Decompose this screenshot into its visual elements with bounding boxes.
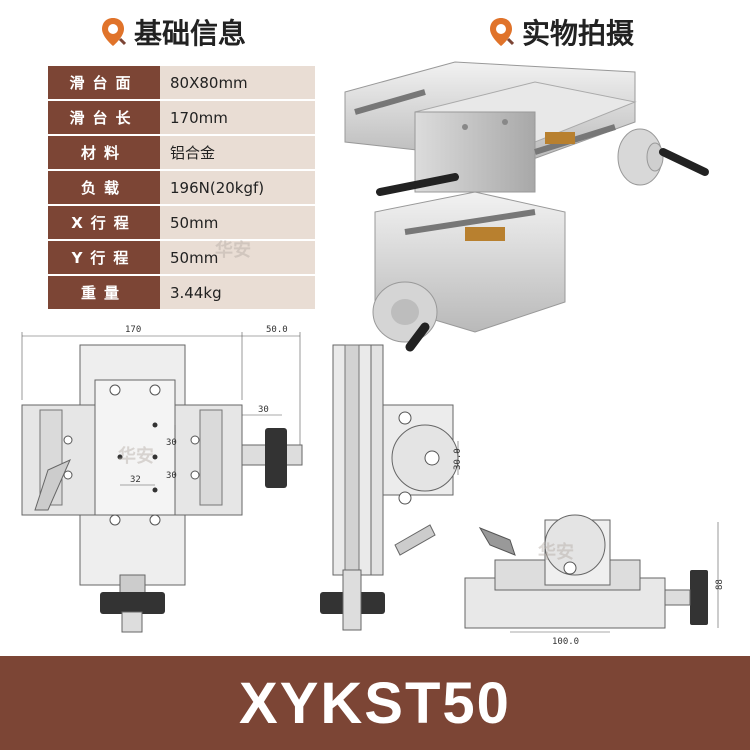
spec-label: 滑台面 [48,66,160,99]
spec-label: X行程 [48,206,160,239]
technical-drawings: 170 50.0 30 30 32 30 [21,325,725,647]
dim-top-width: 170 [125,325,141,335]
dim-hole-30a: 30 [166,438,177,448]
watermark-text: 华安 [215,240,251,261]
dim-knob-offset: 50.0 [266,325,288,335]
basic-info-heading: 基础信息 [100,12,246,52]
spec-label: 负载 [48,171,160,204]
model-banner: XYKST50 [0,656,750,750]
watermark-text: 华安 [538,542,574,563]
dim-hole-32: 32 [130,475,141,485]
spec-value: 50mm [160,206,315,239]
spec-label: 材料 [48,136,160,169]
model-name: XYKST50 [239,670,511,736]
spec-value: 3.44kg [160,276,315,309]
side-view: 30.0 [320,344,463,631]
spec-value: 196N(20kgf) [160,171,315,204]
spec-label: 滑台长 [48,101,160,134]
dim-hole-30b: 30 [166,471,177,481]
spec-value: 80X80mm [160,66,315,99]
basic-info-title: 基础信息 [134,17,247,50]
spec-value: 170mm [160,101,315,134]
spec-label: Y行程 [48,241,160,274]
photo-title: 实物拍摄 [522,17,635,50]
dim-front-height: 88 [715,579,725,590]
product-photo [344,61,709,352]
top-view: 170 50.0 30 30 32 30 [21,325,303,633]
watermark-text: 华安 [118,446,154,467]
dim-side-view-30: 30.0 [453,448,463,470]
dim-front-width: 100.0 [552,637,579,647]
spec-label: 重量 [48,276,160,309]
location-pin-icon [102,18,126,46]
spec-value: 铝合金 [160,136,315,169]
photo-heading: 实物拍摄 [488,12,634,52]
dim-side-30: 30 [258,405,269,415]
location-pin-icon [490,18,514,46]
spec-value: 50mm [160,241,315,274]
front-view: 88 100.0 [464,514,725,647]
spec-row: 材料铝合金 [48,136,315,169]
